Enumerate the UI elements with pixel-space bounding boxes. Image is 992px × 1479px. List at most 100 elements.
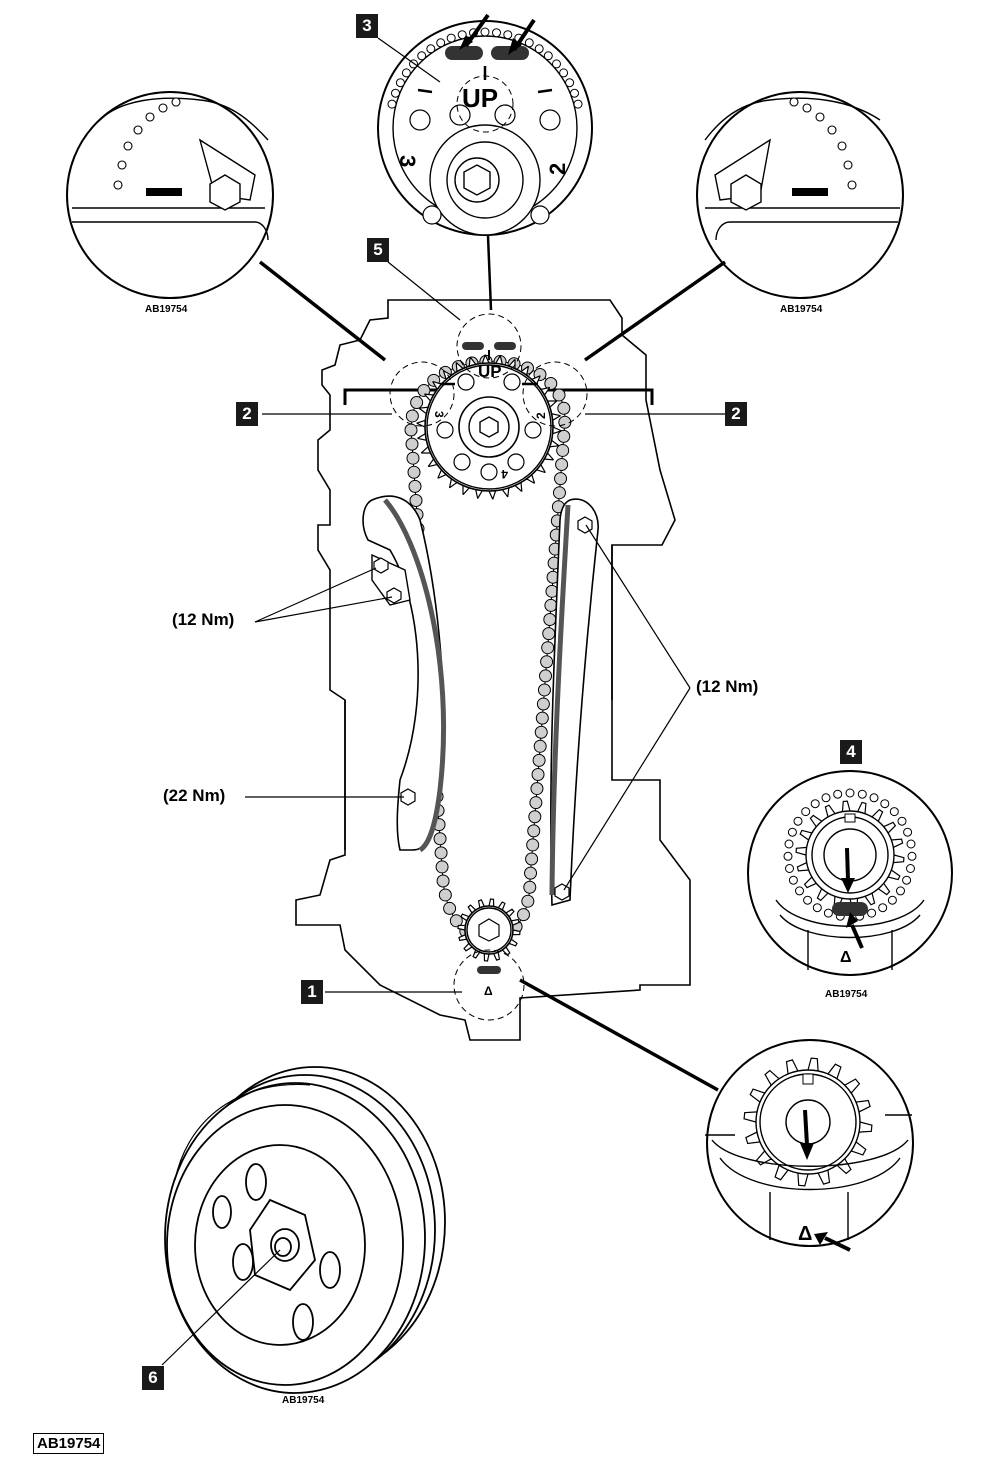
chain-link (387, 99, 397, 109)
chain-link (795, 886, 804, 896)
chain-link (492, 28, 501, 38)
chain-link (535, 711, 549, 725)
chain-link (573, 99, 583, 109)
chain-link (552, 388, 566, 402)
chain-link (391, 88, 400, 98)
camshaft-sprocket: UP 3 2 4 (416, 342, 562, 500)
callout-4: 4 (840, 740, 862, 764)
chain-link (530, 782, 544, 796)
cam-mark-4: 4 (501, 467, 508, 481)
fixed-guide-rail (549, 498, 599, 907)
chain-link (788, 875, 798, 885)
torque-label-tensioner-guide: (12 Nm) (172, 610, 235, 629)
chain-link (521, 894, 535, 908)
chain-link (529, 796, 543, 810)
chain-link (878, 903, 888, 913)
chain-link (446, 33, 456, 43)
chain-link (552, 59, 561, 69)
leader-lines (161, 37, 725, 1366)
chain-link (503, 30, 513, 40)
chain-link (787, 827, 797, 837)
chain-link (880, 799, 890, 809)
chain-link (570, 88, 579, 98)
detail-up-mark: UP (462, 83, 498, 113)
chain-link (435, 860, 449, 874)
chain-link (524, 38, 534, 48)
chain-link (534, 44, 544, 54)
chain-link (407, 465, 421, 479)
chain-link (426, 44, 436, 54)
chain-link (565, 78, 575, 88)
chain-link (544, 377, 558, 391)
chain-link (436, 874, 450, 888)
detail-crank-chain-view: Δ AB19754 (747, 770, 953, 1000)
chain-link (902, 875, 912, 885)
chain-link (833, 789, 843, 799)
chain-link (524, 866, 538, 880)
detail4-delta-mark: Δ (840, 949, 852, 966)
chain-link (869, 793, 879, 803)
chain-link (801, 807, 811, 817)
callout-1: 1 (301, 980, 323, 1004)
chain-link (887, 895, 897, 905)
detail-highlight-circles (389, 313, 588, 1021)
detail-cam-sprocket-view: UP 3 2 (377, 13, 593, 311)
chain-link (542, 627, 556, 641)
chain-link (812, 903, 822, 913)
chain-link (845, 788, 855, 798)
chain-link (543, 51, 553, 61)
chain-link (537, 683, 551, 697)
chain-link (897, 816, 907, 826)
chain-link (395, 78, 405, 88)
chain-link (516, 908, 530, 922)
ref-detail-4: AB19754 (825, 989, 868, 1000)
chain-link (406, 451, 420, 465)
chain-link (857, 789, 867, 799)
chain-link (438, 888, 452, 902)
detail-mark-2: 2 (545, 163, 570, 175)
detail-mark-3: 3 (395, 155, 420, 167)
chain-link (436, 38, 446, 48)
chain-link (533, 739, 547, 753)
crank-delta-mark: Δ (484, 984, 493, 998)
chain-link (803, 895, 813, 905)
chain-link (821, 793, 831, 803)
chain-link (480, 27, 490, 37)
chain-link (523, 880, 537, 894)
chain-link (405, 437, 419, 451)
detail-right-timing-mark: AB19754 (583, 91, 904, 362)
engine-block-outline (295, 299, 691, 1041)
chain-link (906, 839, 916, 849)
chain-link (793, 816, 803, 826)
chain-link (536, 697, 550, 711)
chain-link (554, 472, 568, 486)
chain-link (404, 423, 418, 437)
chain-link (401, 68, 411, 78)
callout-5: 5 (367, 238, 389, 262)
chain-link (544, 598, 558, 612)
chain-link (810, 799, 820, 809)
chain-link (434, 846, 448, 860)
chain-link (543, 613, 557, 627)
chain-link (449, 914, 463, 928)
chain-link (532, 753, 546, 767)
crankshaft-sprocket: Δ (457, 898, 521, 998)
chain-link (903, 827, 913, 837)
ref-detail-top-left: AB19754 (145, 304, 188, 315)
chain-link (867, 908, 877, 918)
chain-link (409, 493, 423, 507)
chain-link (784, 839, 794, 849)
chain-link (557, 401, 571, 415)
chain-link (552, 486, 566, 500)
chain-link (531, 767, 545, 781)
chain-link (525, 852, 539, 866)
chain-link (433, 832, 447, 846)
chain-link (528, 810, 542, 824)
chain-link (541, 641, 555, 655)
chain-link (556, 443, 570, 457)
ref-main: AB19754 (33, 1433, 105, 1454)
chain-link (410, 396, 424, 410)
ref-detail-top-right: AB19754 (780, 304, 823, 315)
callout-6: 6 (142, 1366, 164, 1390)
detail-crank-mark-view: Δ (519, 978, 914, 1252)
